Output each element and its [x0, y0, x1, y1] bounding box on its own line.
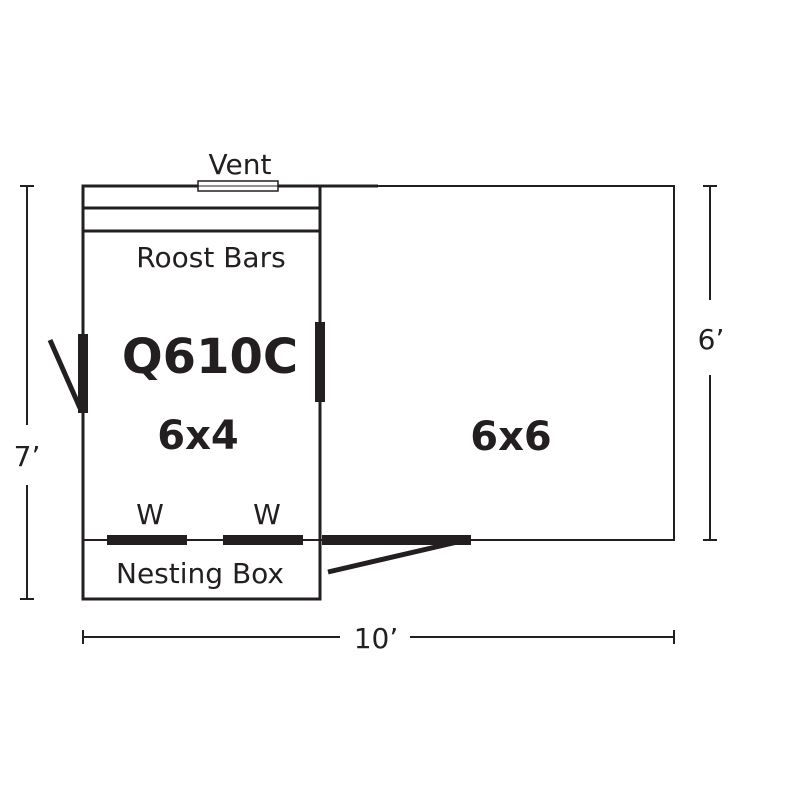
run-outline	[320, 185, 675, 541]
model-label: Q610C	[122, 329, 298, 385]
dimension-right-label: 6’	[698, 323, 725, 356]
coop-size-label: 6x4	[157, 413, 238, 459]
dimension-bottom-label: 10’	[354, 622, 399, 655]
coop-left-door-swing	[47, 338, 83, 410]
nesting-box-label: Nesting Box	[116, 557, 284, 590]
run-size-label: 6x6	[470, 414, 551, 460]
run-door-swing	[327, 537, 467, 575]
window-left-label: W	[136, 498, 164, 531]
window-right-label: W	[253, 498, 281, 531]
dimension-left-label: 7’	[14, 440, 41, 473]
roost-bars-label: Roost Bars	[136, 241, 285, 274]
vent-label: Vent	[209, 148, 272, 181]
